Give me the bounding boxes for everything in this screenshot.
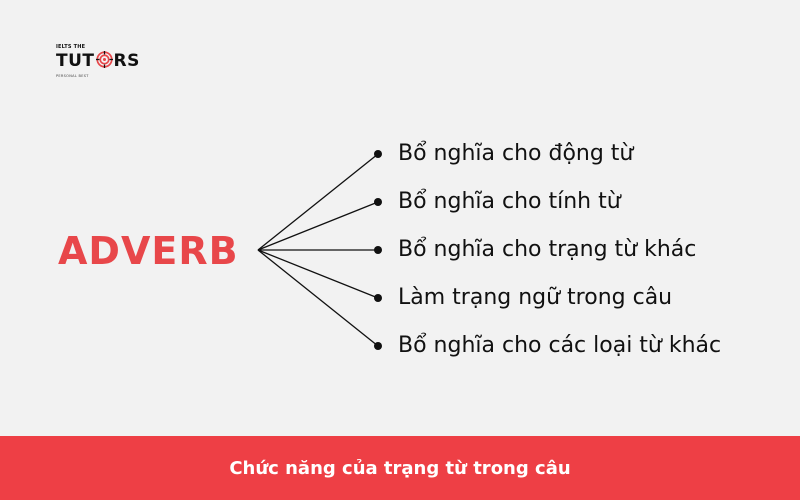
logo-tagline: PERSONAL BEST: [56, 74, 89, 78]
bullet-dot: [374, 198, 382, 206]
target-icon: [95, 51, 113, 68]
bullet-dot: [374, 246, 382, 254]
connector-line: [257, 153, 379, 251]
logo-wordmark: TUT RS: [56, 51, 140, 71]
logo-wordmark-right: RS: [113, 51, 140, 71]
diagram-root-label: ADVERB: [58, 229, 239, 273]
bullet-dot: [374, 294, 382, 302]
branch-item: Bổ nghĩa cho động từ: [398, 141, 634, 166]
logo-wordmark-left: TUT: [56, 51, 95, 71]
connector-line: [257, 249, 379, 347]
connector-line: [257, 249, 379, 299]
logo-small-text: IELTS THE: [56, 44, 86, 50]
branch-item: Làm trạng ngữ trong câu: [398, 285, 673, 310]
diagram-connectors: [257, 150, 382, 350]
connector-line: [257, 201, 379, 251]
connector-group: [257, 150, 382, 350]
bullet-dot: [374, 342, 382, 350]
bullet-dot: [374, 150, 382, 158]
branch-item: Bổ nghĩa cho trạng từ khác: [398, 237, 697, 262]
caption-text: Chức năng của trạng từ trong câu: [229, 457, 571, 479]
brand-logo: IELTS THE TUT RS PERSONAL BEST: [56, 44, 146, 84]
branch-item: Bổ nghĩa cho các loại từ khác: [398, 333, 722, 358]
branch-item: Bổ nghĩa cho tính từ: [398, 189, 621, 214]
caption-bar: Chức năng của trạng từ trong câu: [0, 436, 800, 500]
